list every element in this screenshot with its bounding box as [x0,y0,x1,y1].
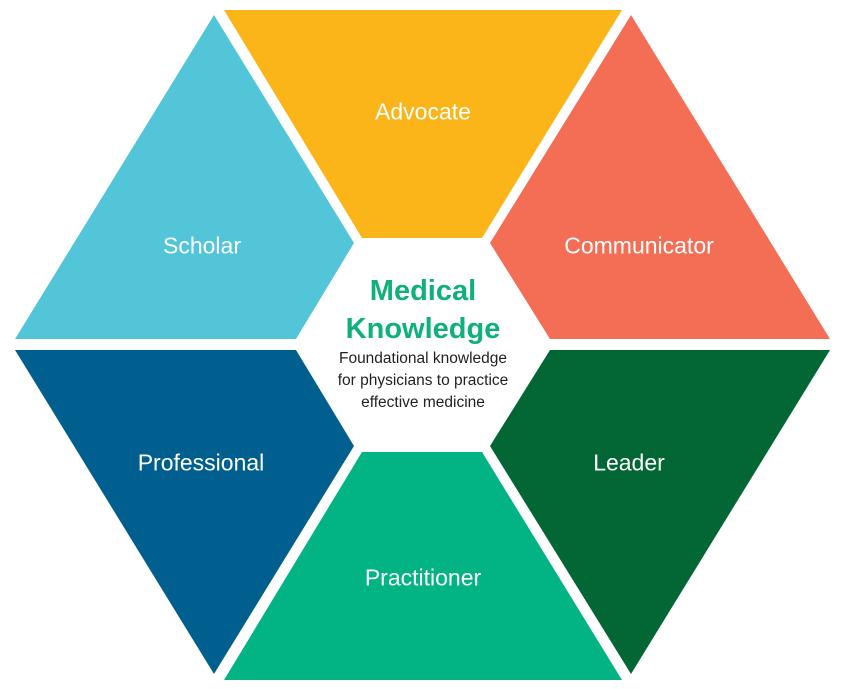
label-scholar: Scholar [163,232,241,259]
label-professional: Professional [137,449,265,476]
label-communicator: Communicator [564,232,714,259]
center-title-line2: Knowledge [345,313,501,345]
label-leader: Leader [593,449,665,476]
center-description: Foundational knowledge for physicians to… [338,348,509,414]
segment-leader [490,350,830,674]
center-description-line: Foundational knowledge [338,350,508,367]
center-title: Medical Knowledge [346,272,501,348]
center-description-line: for physicians to practice [337,372,509,389]
segment-professional [15,350,354,674]
segment-advocate [224,10,622,238]
label-advocate: Advocate [375,98,471,125]
center-title-line1: Medical [369,275,477,307]
segment-communicator [490,15,830,339]
segment-scholar [15,15,354,339]
segment-practitioner [224,452,622,680]
label-practitioner: Practitioner [364,564,482,591]
center-description-line: effective medicine [361,394,485,411]
